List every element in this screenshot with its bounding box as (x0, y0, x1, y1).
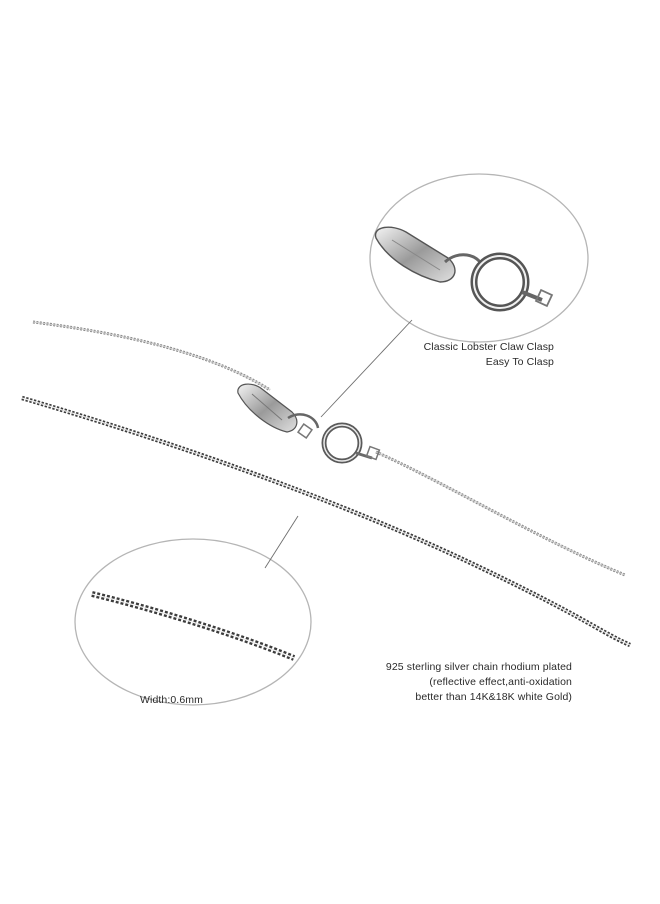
chain-zoom-circle (74, 538, 312, 706)
width-callout: Width:0.6mm (140, 694, 203, 706)
clasp-zoom-circle (369, 173, 589, 343)
clasp-leader-line (320, 319, 413, 418)
material-callout: 925 sterling silver chain rhodium plated… (340, 660, 572, 705)
lobster-clasp (237, 383, 381, 464)
upper-chain-strand (32, 320, 626, 577)
clasp-callout-line-1: Classic Lobster Claw Clasp (423, 341, 554, 353)
material-callout-line-3: better than 14K&18K white Gold) (415, 691, 572, 703)
material-callout-line-2: (reflective effect,anti-oxidation (429, 676, 572, 688)
lower-chain-strand (21, 395, 631, 648)
clasp-callout-line-2: Easy To Clasp (485, 356, 554, 368)
clasp-callout: Classic Lobster Claw Clasp Easy To Clasp (380, 340, 554, 370)
material-callout-line-1: 925 sterling silver chain rhodium plated (385, 661, 572, 673)
chain-leader-line (264, 515, 299, 569)
